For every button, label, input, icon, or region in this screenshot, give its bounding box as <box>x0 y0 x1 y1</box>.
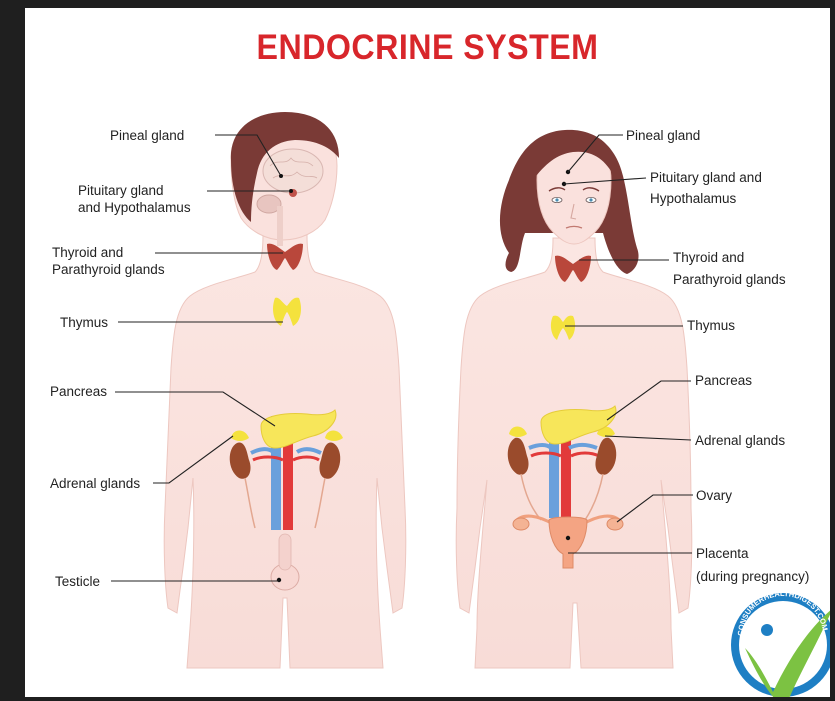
watermark-badge: CONSUMERHEALTHDIGEST.COM <box>731 589 830 697</box>
male-label-thymus: Thymus <box>60 315 108 330</box>
female-ovary-left <box>513 518 529 530</box>
male-label-pineal: Pineal gland <box>110 128 184 143</box>
female-figure <box>456 130 692 668</box>
male-label-pituitary-1: Pituitary gland <box>78 183 164 198</box>
female-label-placenta-2: (during pregnancy) <box>696 569 809 584</box>
male-label-pancreas: Pancreas <box>50 384 107 399</box>
female-label-pancreas: Pancreas <box>695 373 752 388</box>
male-label-thyroid-2: Parathyroid glands <box>52 262 165 277</box>
female-label-adrenal: Adrenal glands <box>695 433 785 448</box>
male-label-adrenal: Adrenal glands <box>50 476 140 491</box>
female-label-thyroid-2: Parathyroid glands <box>673 272 786 287</box>
male-label-pituitary-2: and Hypothalamus <box>78 200 191 215</box>
endocrine-diagram: Pineal gland Pituitary gland and Hypotha… <box>25 8 830 697</box>
diagram-frame: ENDOCRINE SYSTEM <box>25 8 830 697</box>
female-label-pituitary-1: Pituitary gland and <box>650 170 762 185</box>
female-label-placenta-1: Placenta <box>696 546 749 561</box>
male-label-testicle: Testicle <box>55 574 100 589</box>
male-brain <box>263 149 323 193</box>
female-label-thymus: Thymus <box>687 318 735 333</box>
male-figure <box>164 112 406 668</box>
female-label-ovary: Ovary <box>696 488 732 503</box>
female-label-thyroid-1: Thyroid and <box>673 250 744 265</box>
female-body <box>456 238 692 668</box>
female-label-pituitary-2: Hypothalamus <box>650 191 737 206</box>
person-head-icon <box>761 624 773 636</box>
male-label-thyroid-1: Thyroid and <box>52 245 123 260</box>
female-label-pineal: Pineal gland <box>626 128 700 143</box>
